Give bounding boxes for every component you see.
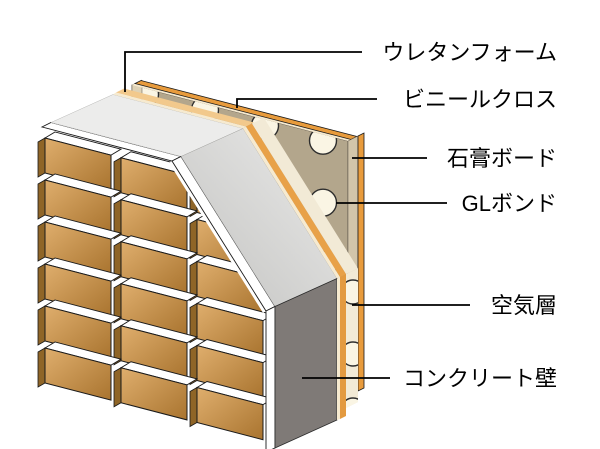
labels: ウレタンフォーム ビニールクロス 石膏ボード GLボンド 空気層 コンクリート壁: [382, 40, 557, 391]
brick-side-face: [37, 179, 46, 220]
leader-urethane-foam: [124, 51, 362, 92]
gypsum-board-top-edge: [132, 83, 351, 141]
foam-side-cream-line: [337, 277, 340, 420]
gl-bond-dot: [346, 341, 358, 367]
concrete-side-face: [274, 277, 338, 449]
label-gypsum-board: 石膏ボード: [447, 146, 557, 171]
brick-side-face: [37, 347, 46, 388]
label-air-layer: 空気層: [491, 293, 557, 318]
brick-front-face: [120, 367, 188, 421]
leader-lines: [124, 51, 470, 379]
brick-side-face: [37, 221, 46, 262]
brick-front-face: [44, 347, 112, 401]
leader-vinyl-cloth: [236, 98, 377, 108]
brick-tile-wall: [37, 88, 358, 449]
gl-bond-dot: [346, 279, 358, 305]
urethane-foam-top-edge: [116, 88, 254, 127]
air-layer-cut-gap: [252, 118, 358, 274]
gl-bond-dots-side: [346, 279, 358, 408]
brick-front-face: [196, 386, 264, 441]
urethane-foam-cut-edge: [246, 123, 346, 277]
urethane-foam-side-edge: [340, 274, 346, 419]
brick-grid: [37, 131, 266, 441]
brick-side-face: [189, 386, 198, 428]
brick-side-face: [113, 367, 122, 408]
label-gl-bond: GLボンド: [462, 191, 557, 216]
mortar-side-edge: [265, 305, 276, 449]
label-concrete-wall: コンクリート壁: [403, 366, 557, 391]
brick-side-face: [37, 263, 46, 304]
vinyl-cloth-right-strip: [357, 132, 365, 392]
label-vinyl-cloth: ビニールクロス: [403, 87, 557, 112]
brick-side-face: [37, 137, 46, 178]
foam-top-cream-line: [113, 92, 246, 129]
gl-bond-dot: [346, 397, 358, 408]
label-urethane-foam: ウレタンフォーム: [382, 40, 557, 65]
foam-cut-cream-line: [243, 126, 340, 279]
brick-side-face: [37, 305, 46, 346]
